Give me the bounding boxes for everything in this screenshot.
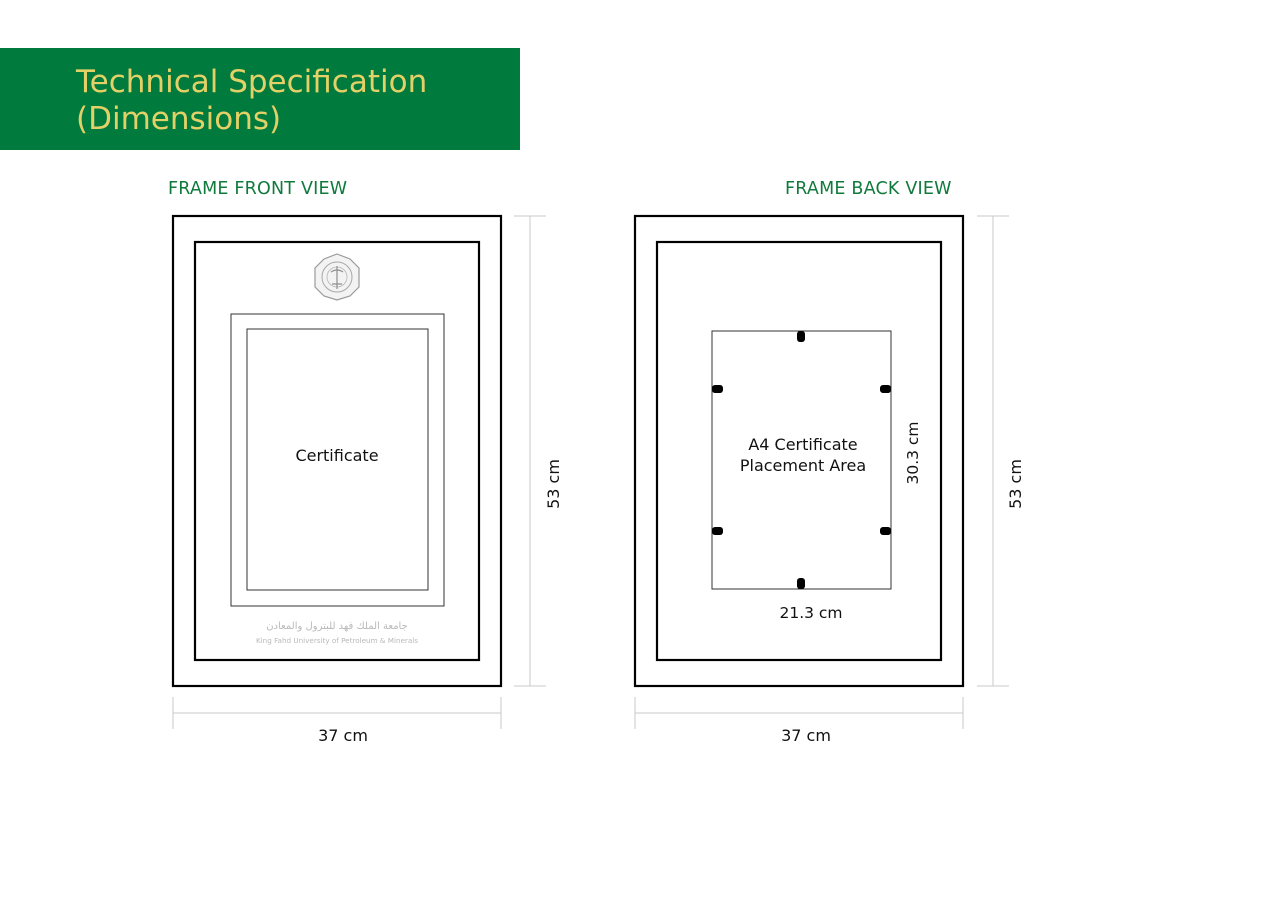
- clip-bottom-icon: [797, 578, 805, 589]
- clip-right-upper-icon: [880, 385, 891, 393]
- frame-clip-icons: [712, 331, 891, 589]
- clip-left-upper-icon: [712, 385, 723, 393]
- front-view-drawing: Certificate جامعة الملك فهد للبترول والم…: [171, 214, 563, 745]
- front-certificate-label: Certificate: [295, 446, 378, 465]
- page-title: Technical Specification (Dimensions): [76, 64, 427, 138]
- clip-right-lower-icon: [880, 527, 891, 535]
- page-title-line-1: Technical Specification: [76, 64, 428, 100]
- front-outer-frame: [171, 214, 503, 688]
- back-width-label: 37 cm: [781, 726, 831, 745]
- front-inner-frame: [193, 240, 481, 662]
- title-banner: [0, 48, 520, 150]
- back-inner-frame: [655, 240, 943, 662]
- front-width-label: 37 cm: [318, 726, 368, 745]
- front-mat-opening: [230, 313, 445, 607]
- placement-label-line-1: A4 Certificate: [748, 435, 857, 454]
- clip-left-lower-icon: [712, 527, 723, 535]
- university-name-arabic: جامعة الملك فهد للبترول والمعادن: [266, 621, 408, 632]
- back-view-drawing: A4 Certificate Placement Area 21.3 cm 30…: [633, 214, 1025, 745]
- university-name-english: King Fahd University of Petroleum & Mine…: [256, 636, 418, 645]
- page-title-line-2: (Dimensions): [76, 101, 282, 137]
- front-certificate-area: [246, 328, 429, 591]
- back-view-label: FRAME BACK VIEW: [785, 179, 952, 199]
- back-outer-frame: [633, 214, 965, 688]
- front-view-label: FRAME FRONT VIEW: [168, 179, 348, 199]
- back-height-label: 53 cm: [1006, 459, 1025, 509]
- placement-label-line-2: Placement Area: [740, 456, 866, 475]
- clip-top-icon: [797, 331, 805, 342]
- placement-height-label: 30.3 cm: [904, 421, 922, 484]
- placement-width-label: 21.3 cm: [779, 604, 842, 622]
- front-height-label: 53 cm: [544, 459, 563, 509]
- university-seal-icon: [314, 253, 360, 301]
